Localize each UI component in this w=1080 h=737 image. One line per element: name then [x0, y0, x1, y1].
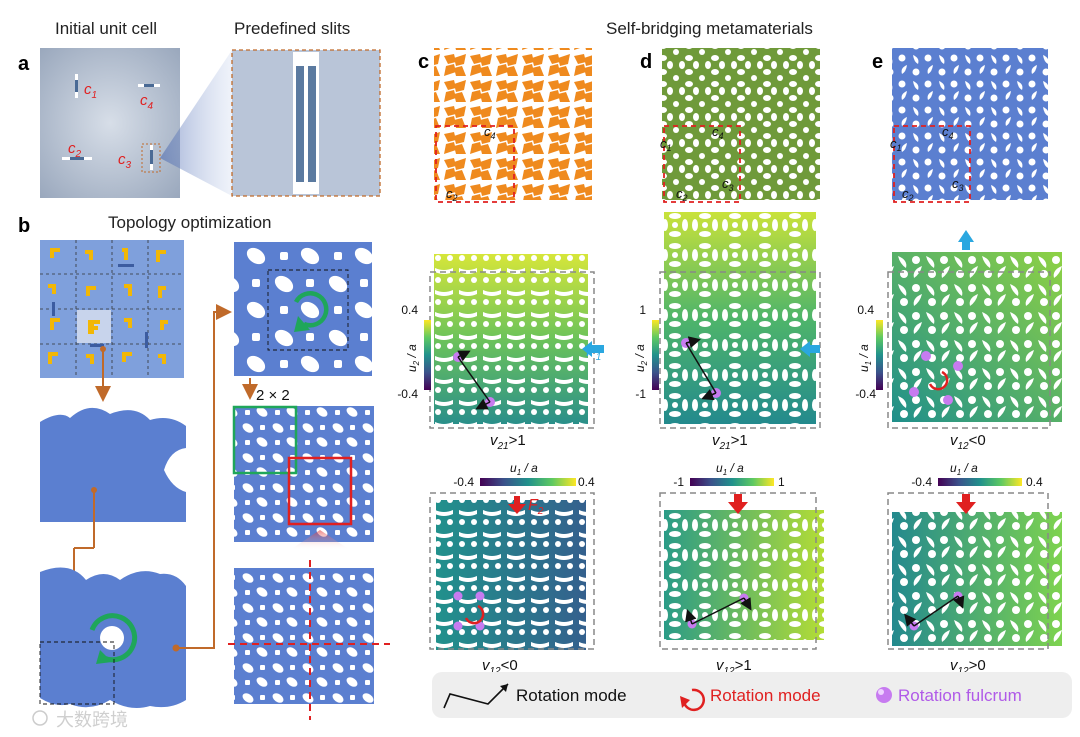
watermark-logo-icon [33, 711, 47, 725]
e-top-colorbar-label: u1 / a [950, 461, 978, 477]
c-colorbar-max: 0.4 [401, 303, 418, 317]
header-initial-unit-cell: Initial unit cell [55, 19, 157, 38]
legend-rotation-mode-1: Rotation mode [516, 686, 627, 705]
panel-letter-e: e [872, 51, 883, 73]
c-poisson-mid: v21>1 [490, 432, 526, 452]
panel-c-deformed-mid: F1 [430, 254, 604, 428]
panel-d-side-colorbar: 1 -1 u2 / a [633, 303, 659, 401]
d-colorbar-max: 1 [639, 303, 646, 317]
panel-b-periodic-cell: 2 × 2 [234, 242, 372, 404]
c-colorbar-label: u2 / a [405, 344, 421, 372]
panel-letter-d: d [640, 51, 652, 73]
e-colorbar-label: u1 / a [857, 344, 873, 372]
panel-letter-a: a [18, 53, 30, 75]
legend-fulcrum-highlight [878, 689, 884, 695]
panel-d-top-colorbar: -1 1 u1 / a [673, 461, 785, 489]
panel-letter-c: c [418, 51, 429, 73]
panel-c-side-colorbar: 0.4 -0.4 u2 / a [397, 303, 431, 401]
e-colorbar-max: 0.4 [857, 303, 874, 317]
panel-e-blue-lattice: c1 c4 c2 c3 [890, 48, 1048, 203]
panel-d-green-lattice: c1 c4 c2 c3 [660, 48, 820, 203]
panel-c-top-colorbar: -0.4 0.4 u1 / a [453, 461, 595, 489]
panel-b-design-grid [40, 240, 184, 398]
array-label: 2 × 2 [256, 387, 290, 404]
watermark-text: 大数跨境 [56, 710, 128, 730]
e-colorbar-min: -0.4 [855, 387, 876, 401]
c-top-colorbar-min: -0.4 [453, 475, 474, 489]
panel-d-deformed-bottom [660, 493, 824, 649]
panel-c-orange-lattice: c4 c2 [434, 48, 592, 203]
c-top-colorbar-max: 0.4 [578, 475, 595, 489]
panel-e-top-colorbar: -0.4 0.4 u1 / a [911, 461, 1043, 489]
e-top-colorbar-max: 0.4 [1026, 475, 1043, 489]
panel-e-deformed-mid [888, 230, 1062, 428]
c-colorbar-min: -0.4 [397, 387, 418, 401]
e-poisson-mid: v12<0 [950, 432, 986, 452]
header-predefined-slits: Predefined slits [234, 19, 350, 38]
legend-rotation-mode-2: Rotation mode [710, 686, 821, 705]
d-top-colorbar-label: u1 / a [716, 461, 744, 477]
legend-rotation-fulcrum: Rotation fulcrum [898, 686, 1022, 705]
d-poisson-mid: v21>1 [712, 432, 748, 452]
panel-a-slit-zoom [232, 50, 380, 196]
c-top-colorbar-label: u1 / a [510, 461, 538, 477]
panel-a-initial-cell: c1 c4 c2 c3 [40, 48, 232, 198]
d-top-colorbar-min: -1 [673, 475, 684, 489]
panel-e-deformed-bottom [888, 493, 1062, 649]
panel-b-symmetry-cell [228, 560, 390, 720]
legend-box: Rotation mode Rotation mode Rotation ful… [432, 672, 1072, 718]
d-top-colorbar-max: 1 [778, 475, 785, 489]
e-top-colorbar-min: -0.4 [911, 475, 932, 489]
header-self-bridging: Self-bridging metamaterials [606, 19, 813, 38]
legend-fulcrum-icon [876, 687, 892, 703]
panel-letter-b: b [18, 215, 30, 237]
d-colorbar-min: -1 [635, 387, 646, 401]
panel-e-side-colorbar: 0.4 -0.4 u1 / a [855, 303, 883, 401]
panel-b-2x2-array [234, 406, 374, 550]
panel-d-deformed-mid [660, 212, 820, 428]
d-colorbar-label: u2 / a [633, 344, 649, 372]
panel-c-deformed-bottom: F2 [430, 493, 594, 650]
header-topology-optimization: Topology optimization [108, 213, 271, 232]
